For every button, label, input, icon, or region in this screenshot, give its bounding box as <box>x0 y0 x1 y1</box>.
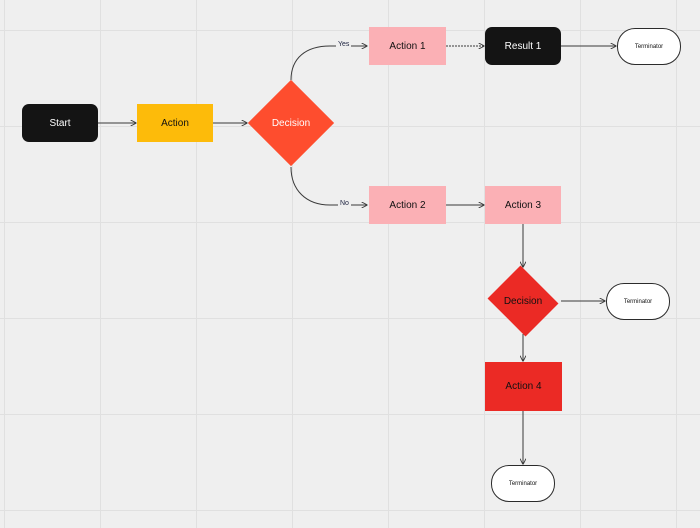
terminator-node-2[interactable]: Terminator <box>606 283 670 320</box>
result-1-label: Result 1 <box>504 40 542 52</box>
action-4-node[interactable]: Action 4 <box>485 362 562 411</box>
decision-node-2[interactable]: Decision <box>485 265 561 337</box>
connector-decision-no <box>290 166 367 205</box>
start-node[interactable]: Start <box>22 104 98 142</box>
action-node-label: Action <box>161 117 189 129</box>
action-2-node[interactable]: Action 2 <box>369 186 446 224</box>
start-node-label: Start <box>49 117 71 129</box>
terminator-1-label: Terminator <box>634 43 664 50</box>
connector-decision-yes <box>290 46 367 81</box>
terminator-node-1[interactable]: Terminator <box>617 28 681 65</box>
decision-node-1-label: Decision <box>271 117 311 129</box>
terminator-node-3[interactable]: Terminator <box>491 465 555 502</box>
decision-node-2-label: Decision <box>503 295 543 307</box>
result-1-node[interactable]: Result 1 <box>485 27 561 65</box>
action-2-label: Action 2 <box>389 199 426 211</box>
edge-label-no: No <box>338 200 351 207</box>
action-1-label: Action 1 <box>389 40 426 52</box>
action-3-node[interactable]: Action 3 <box>485 186 561 224</box>
action-3-label: Action 3 <box>504 199 542 211</box>
action-node[interactable]: Action <box>137 104 213 142</box>
action-4-label: Action 4 <box>505 381 542 392</box>
terminator-3-label: Terminator <box>508 480 538 487</box>
terminator-2-label: Terminator <box>623 298 653 305</box>
action-1-node[interactable]: Action 1 <box>369 27 446 65</box>
decision-node-1[interactable]: Decision <box>247 79 335 167</box>
edge-label-yes: Yes <box>336 41 352 48</box>
